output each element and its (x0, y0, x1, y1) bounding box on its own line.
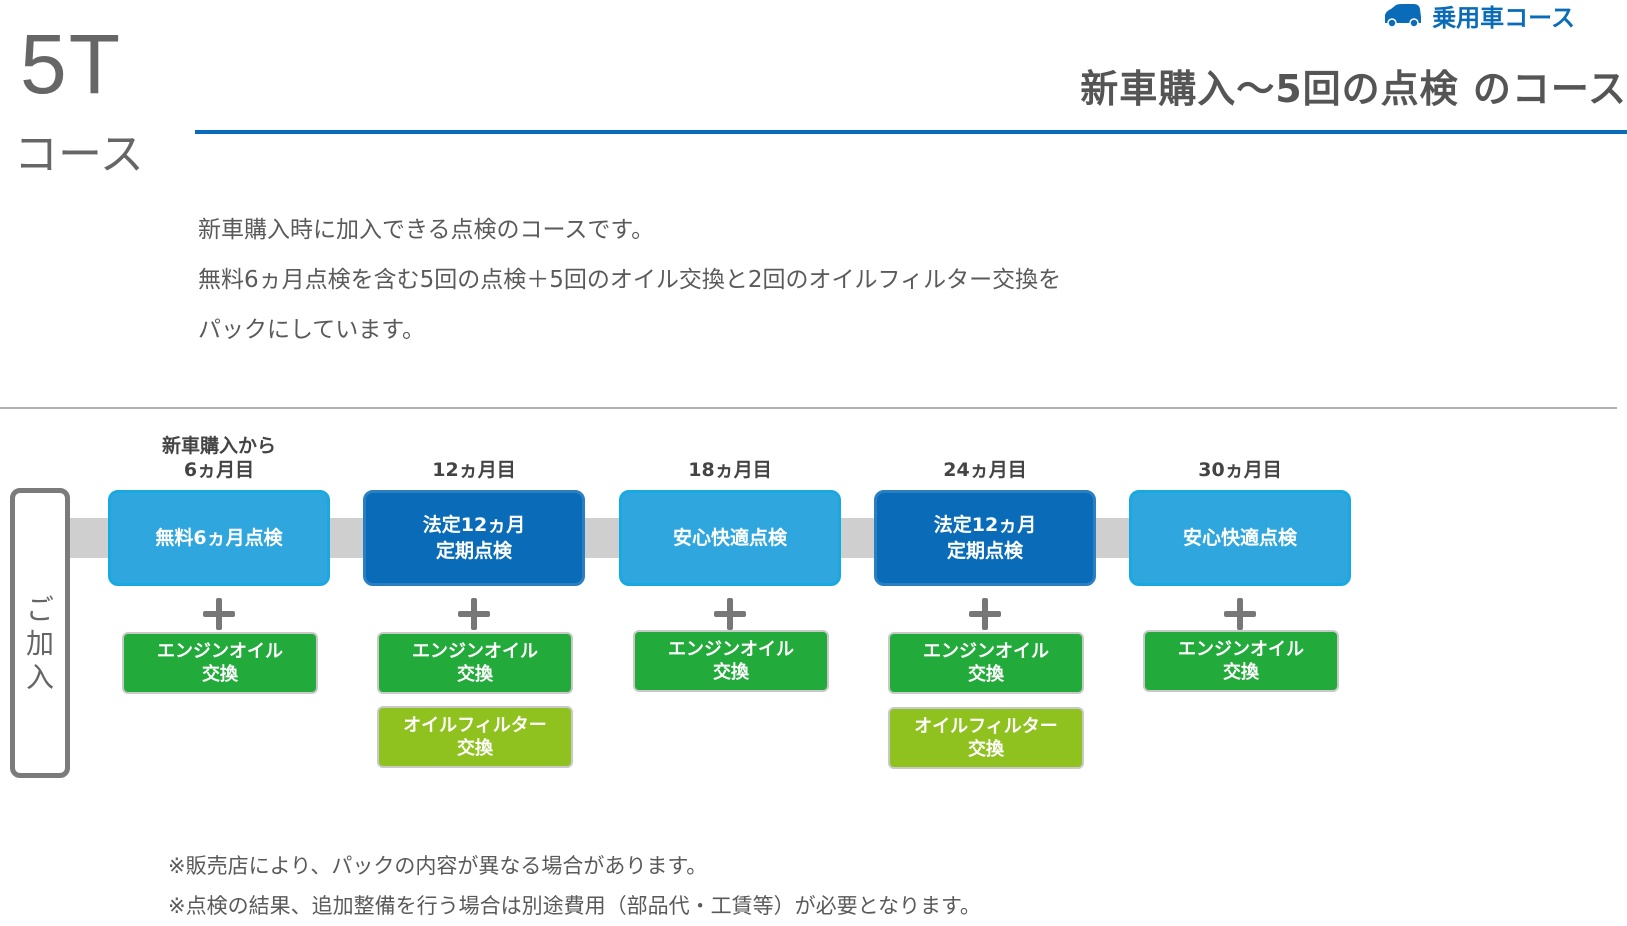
timing-line: 18ヵ月目 (688, 459, 772, 481)
join-char: ご (25, 593, 54, 626)
plus-icon (969, 598, 1001, 630)
plus-icon (714, 598, 746, 630)
oil-change-box: エンジンオイル交換 (633, 630, 829, 692)
intro-text: 新車購入時に加入できる点検のコースです。 無料6ヵ月点検を含む5回の点検＋5回の… (198, 205, 1061, 355)
inspection-label: 定期点検 (946, 540, 1023, 562)
oil-filter-change-box: オイルフィルター交換 (888, 707, 1084, 769)
oil-filter-change-box: オイルフィルター交換 (377, 706, 573, 768)
car-icon (1385, 4, 1422, 27)
course-word: コース (14, 129, 144, 180)
service-label: 交換 (1223, 662, 1259, 683)
inspection-box: 安心快適点検 (1129, 490, 1351, 586)
oil-change-box: エンジンオイル交換 (377, 632, 573, 694)
section-divider (0, 407, 1617, 409)
service-label: 交換 (968, 664, 1004, 685)
join-label: ご 加 入 (15, 593, 65, 695)
service-label: エンジンオイル (157, 641, 283, 662)
join-box: ご 加 入 (10, 488, 70, 778)
service-label: 交換 (457, 664, 493, 685)
plus-icon (458, 598, 490, 630)
plus-icon (203, 598, 235, 630)
service-label: 交換 (202, 664, 238, 685)
step-timing: 18ヵ月目 (619, 458, 841, 482)
course-id: 5T (20, 17, 123, 111)
intro-line: 無料6ヵ月点検を含む5回の点検＋5回のオイル交換と2回のオイルフィルター交換を (198, 267, 1062, 293)
service-label: エンジンオイル (923, 641, 1049, 662)
service-label: エンジンオイル (1178, 639, 1304, 660)
timing-line: 12ヵ月目 (432, 459, 516, 481)
oil-change-box: エンジンオイル交換 (122, 632, 318, 694)
step-timing: 24ヵ月目 (874, 458, 1096, 482)
category-text: 乗用車コース (1432, 3, 1575, 32)
timing-line: 24ヵ月目 (943, 459, 1027, 481)
inspection-box: 無料6ヵ月点検 (108, 490, 330, 586)
inspection-box: 法定12ヵ月定期点検 (363, 490, 585, 586)
inspection-box: 安心快適点検 (619, 490, 841, 586)
footnote: ※点検の結果、追加整備を行う場合は別途費用（部品代・工賃等）が必要となります。 (168, 894, 981, 918)
inspection-label: 法定12ヵ月 (422, 514, 526, 536)
timing-line: 30ヵ月目 (1198, 459, 1282, 481)
join-char: 加 (25, 627, 54, 660)
service-label: オイルフィルター (914, 716, 1058, 737)
oil-change-box: エンジンオイル交換 (888, 632, 1084, 694)
service-label: 交換 (967, 739, 1004, 760)
intro-line: パックにしています。 (198, 317, 426, 343)
timing-line: 6ヵ月目 (183, 459, 255, 481)
service-label: オイルフィルター (403, 715, 547, 736)
timing-line: 新車購入から (161, 435, 276, 457)
footnotes: ※販売店により、パックの内容が異なる場合があります。 ※点検の結果、追加整備を行… (168, 846, 981, 926)
step-timing: 新車購入から 6ヵ月目 (108, 434, 330, 482)
service-label: 交換 (713, 662, 749, 683)
category-label: 乗用車コース (1382, 0, 1575, 32)
service-label: エンジンオイル (668, 639, 794, 660)
oil-change-box: エンジンオイル交換 (1143, 630, 1339, 692)
title-divider (195, 130, 1627, 134)
page-title: 新車購入〜5回の点検 のコース (1080, 67, 1627, 111)
intro-line: 新車購入時に加入できる点検のコースです。 (198, 217, 655, 243)
inspection-box: 法定12ヵ月定期点検 (874, 490, 1096, 586)
service-label: エンジンオイル (412, 641, 538, 662)
inspection-label: 無料6ヵ月点検 (155, 527, 283, 549)
step-timing: 12ヵ月目 (363, 458, 585, 482)
join-char: 入 (25, 661, 54, 694)
footnote: ※販売店により、パックの内容が異なる場合があります。 (168, 854, 708, 878)
inspection-label: 安心快適点検 (672, 527, 787, 549)
plus-icon (1224, 598, 1256, 630)
inspection-label: 法定12ヵ月 (933, 514, 1037, 536)
step-timing: 30ヵ月目 (1129, 458, 1351, 482)
inspection-label: 安心快適点検 (1182, 527, 1297, 549)
inspection-label: 定期点検 (435, 540, 512, 562)
service-label: 交換 (456, 738, 493, 759)
